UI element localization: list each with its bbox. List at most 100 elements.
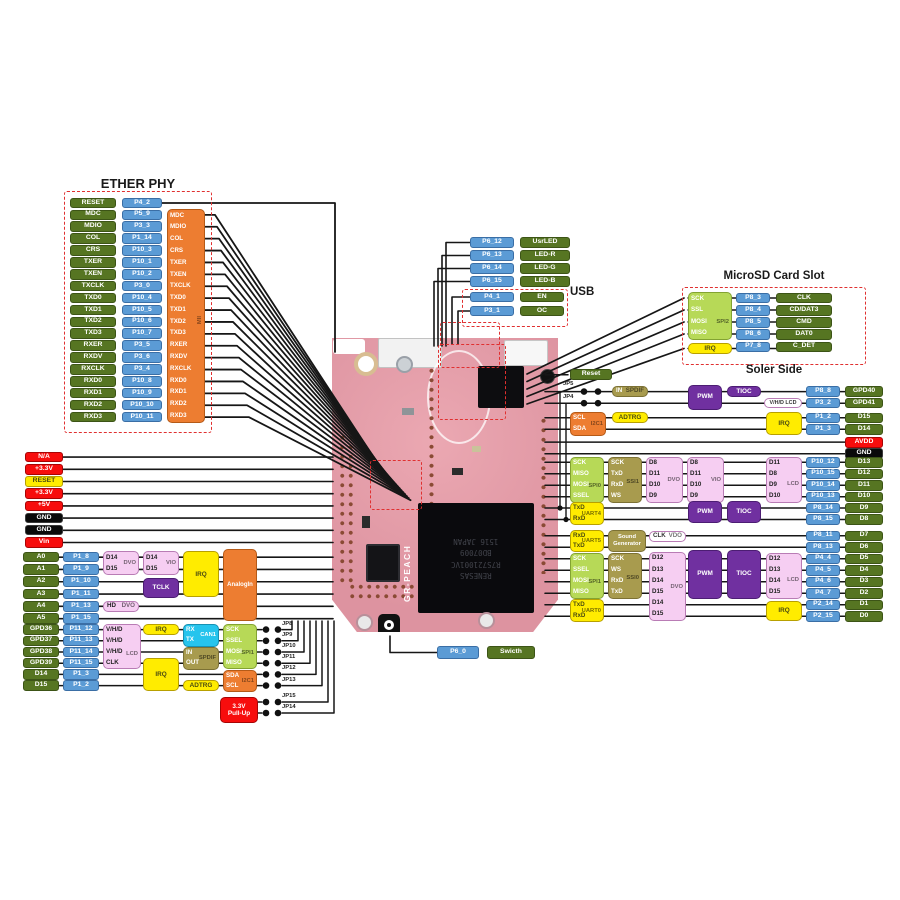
- spi2-pin-label: MISO: [691, 329, 707, 337]
- power-row: +3.3V: [25, 488, 63, 500]
- rl-spi1-item: MOSI: [573, 577, 589, 585]
- jumper-label: JP11: [282, 654, 296, 661]
- sd-label-chip: C_DET: [776, 341, 832, 353]
- rm-dvo-label: DVO: [667, 476, 680, 483]
- rl-pin-chip: P4_6: [806, 576, 840, 587]
- sd-label-chip: DAT0: [776, 329, 832, 340]
- usb-connector-b: [504, 340, 548, 366]
- right-mid-rows2: P8_14 D9 P8_15 D8: [806, 502, 883, 525]
- ether-signal-chip: TXD3: [70, 328, 116, 339]
- power-rows: N/A +3.3V RESET +3.3V +5V GND GND Vin: [25, 451, 63, 549]
- ether-pin-chip: P4_2: [122, 197, 162, 209]
- power-chip: GND: [25, 524, 63, 536]
- ether-row: TXD3 P10_7: [70, 328, 162, 340]
- rm-row2: P8_14 D9: [806, 502, 883, 514]
- ether-row: TXD0 P10_4: [70, 292, 162, 304]
- rm2-pin-chip: P8_14: [806, 502, 840, 514]
- mii-pin-label: RXER: [170, 341, 188, 349]
- rl-pin-chip: P8_13: [806, 542, 840, 553]
- ether-pin-chip: P10_9: [122, 387, 162, 399]
- ether-row: MDIO P3_3: [70, 221, 162, 233]
- avdd-chip: AVDD: [845, 436, 883, 448]
- mii-pin-label: MDC: [170, 211, 185, 219]
- ether-pin-chip: P3_6: [122, 352, 162, 363]
- spdif-label: SPDIF: [198, 655, 216, 662]
- ether-pin-chip: P10_2: [122, 269, 162, 280]
- led-label-chip: LED-B: [520, 276, 570, 287]
- jumper-label: JP9: [282, 631, 293, 638]
- microsd-rows: P8_3 CLK P8_4 CD/DAT3 P8_5 CMD P8_6 DAT0…: [736, 292, 832, 353]
- power-row: N/A: [25, 451, 63, 463]
- jumper-label: JP8: [282, 620, 293, 627]
- spi2-pin-label: SSL: [691, 306, 704, 314]
- right-low-rows: P8_11 D7 P8_13 D6 P4_4 D5 P4_5 D4 P4_6 D…: [806, 530, 883, 622]
- spi0-item: MOSI: [573, 480, 589, 488]
- hd-label: HD: [107, 602, 116, 610]
- microsd-row: P8_4 CD/DAT3: [736, 304, 832, 316]
- microsd-row: P7_8 C_DET: [736, 341, 832, 353]
- rm-dvo-item: D8: [649, 458, 657, 466]
- sd-pin-chip: P8_5: [736, 317, 770, 328]
- rl-irq-block: IRQ: [766, 600, 802, 621]
- rm-vio-item: D8: [690, 458, 698, 466]
- mii-pin-label: TXCLK: [170, 282, 191, 290]
- rl-dvo-label: DVO: [670, 583, 683, 590]
- ethernet-phy-chip: [478, 366, 524, 408]
- lcd-item: V/H/D: [106, 647, 123, 655]
- ssi0-label: SSI0: [626, 574, 639, 581]
- can1-item: RX: [186, 625, 195, 633]
- power-row: +5V: [25, 500, 63, 512]
- power-chip: N/A: [25, 451, 63, 463]
- ether-signal-chip: TXD2: [70, 316, 116, 328]
- ether-phy-rows: RESET P4_2 MDC P5_9 MDIO P3_3 COL P1_14 …: [70, 197, 162, 423]
- rl-spi1-item: MISO: [573, 587, 589, 595]
- rm-pin-chip: P10_12: [806, 457, 840, 468]
- i2c1-label: I2C1: [241, 677, 254, 684]
- rl-pin-chip: P4_7: [806, 588, 840, 599]
- uart5-item: RxD: [573, 531, 586, 539]
- hd-dvo-label: DVO: [121, 602, 135, 610]
- rm-pwm-block: PWM: [688, 501, 722, 523]
- power-chip: +3.3V: [25, 464, 63, 475]
- rm-tioc-block: TIOC: [727, 501, 761, 523]
- gpd-row: GPD39 P11_15: [23, 657, 99, 669]
- sd-pin-chip: P8_6: [736, 329, 770, 340]
- ether-pin-chip: P3_5: [122, 340, 162, 351]
- usb-label-chip: EN: [520, 291, 564, 303]
- user-button: [378, 614, 400, 632]
- rt-i2c1-label: I2C1: [590, 421, 603, 427]
- rl-spi1-item: SCK: [573, 555, 587, 563]
- i2c1-item: SCL: [226, 681, 239, 689]
- led-pin-chip: P6_13: [470, 250, 514, 261]
- usb-row: P3_1 OC: [470, 304, 564, 318]
- led-label-chip: LED-R: [520, 250, 570, 261]
- rt-pwm-block: PWM: [688, 384, 722, 410]
- power-chip: GND: [25, 512, 63, 524]
- rm-vio-item: D10: [690, 480, 702, 488]
- ssi0-item: RxD: [611, 577, 624, 585]
- rl-dvo-item: D14: [652, 599, 664, 607]
- mii-pin-label: TXD0: [170, 294, 186, 302]
- led-label-chip: UsrLED: [520, 237, 570, 248]
- ether-row: COL P1_14: [70, 233, 162, 245]
- lcd-item: V/H/D: [106, 637, 123, 645]
- rl-label-chip: D5: [845, 553, 883, 564]
- rt-tioc-block: TIOC: [727, 386, 761, 398]
- gpd-label-chip: GPD38: [23, 646, 59, 658]
- power-chip: +5V: [25, 500, 63, 512]
- rm-row: P10_12 D13: [806, 457, 883, 469]
- analog-row: A3 P1_11: [23, 588, 99, 600]
- microsd-row: P8_6 DAT0: [736, 329, 832, 341]
- rt-row: P8_8 GPD40: [806, 386, 883, 398]
- ether-row: RXD2 P10_10: [70, 399, 162, 411]
- power-row: Vin: [25, 536, 63, 548]
- led-pin-chip: P6_14: [470, 263, 514, 274]
- rl-label-chip: D2: [845, 588, 883, 599]
- header-pads: [539, 416, 548, 574]
- rl-row: P8_13 D6: [806, 542, 883, 554]
